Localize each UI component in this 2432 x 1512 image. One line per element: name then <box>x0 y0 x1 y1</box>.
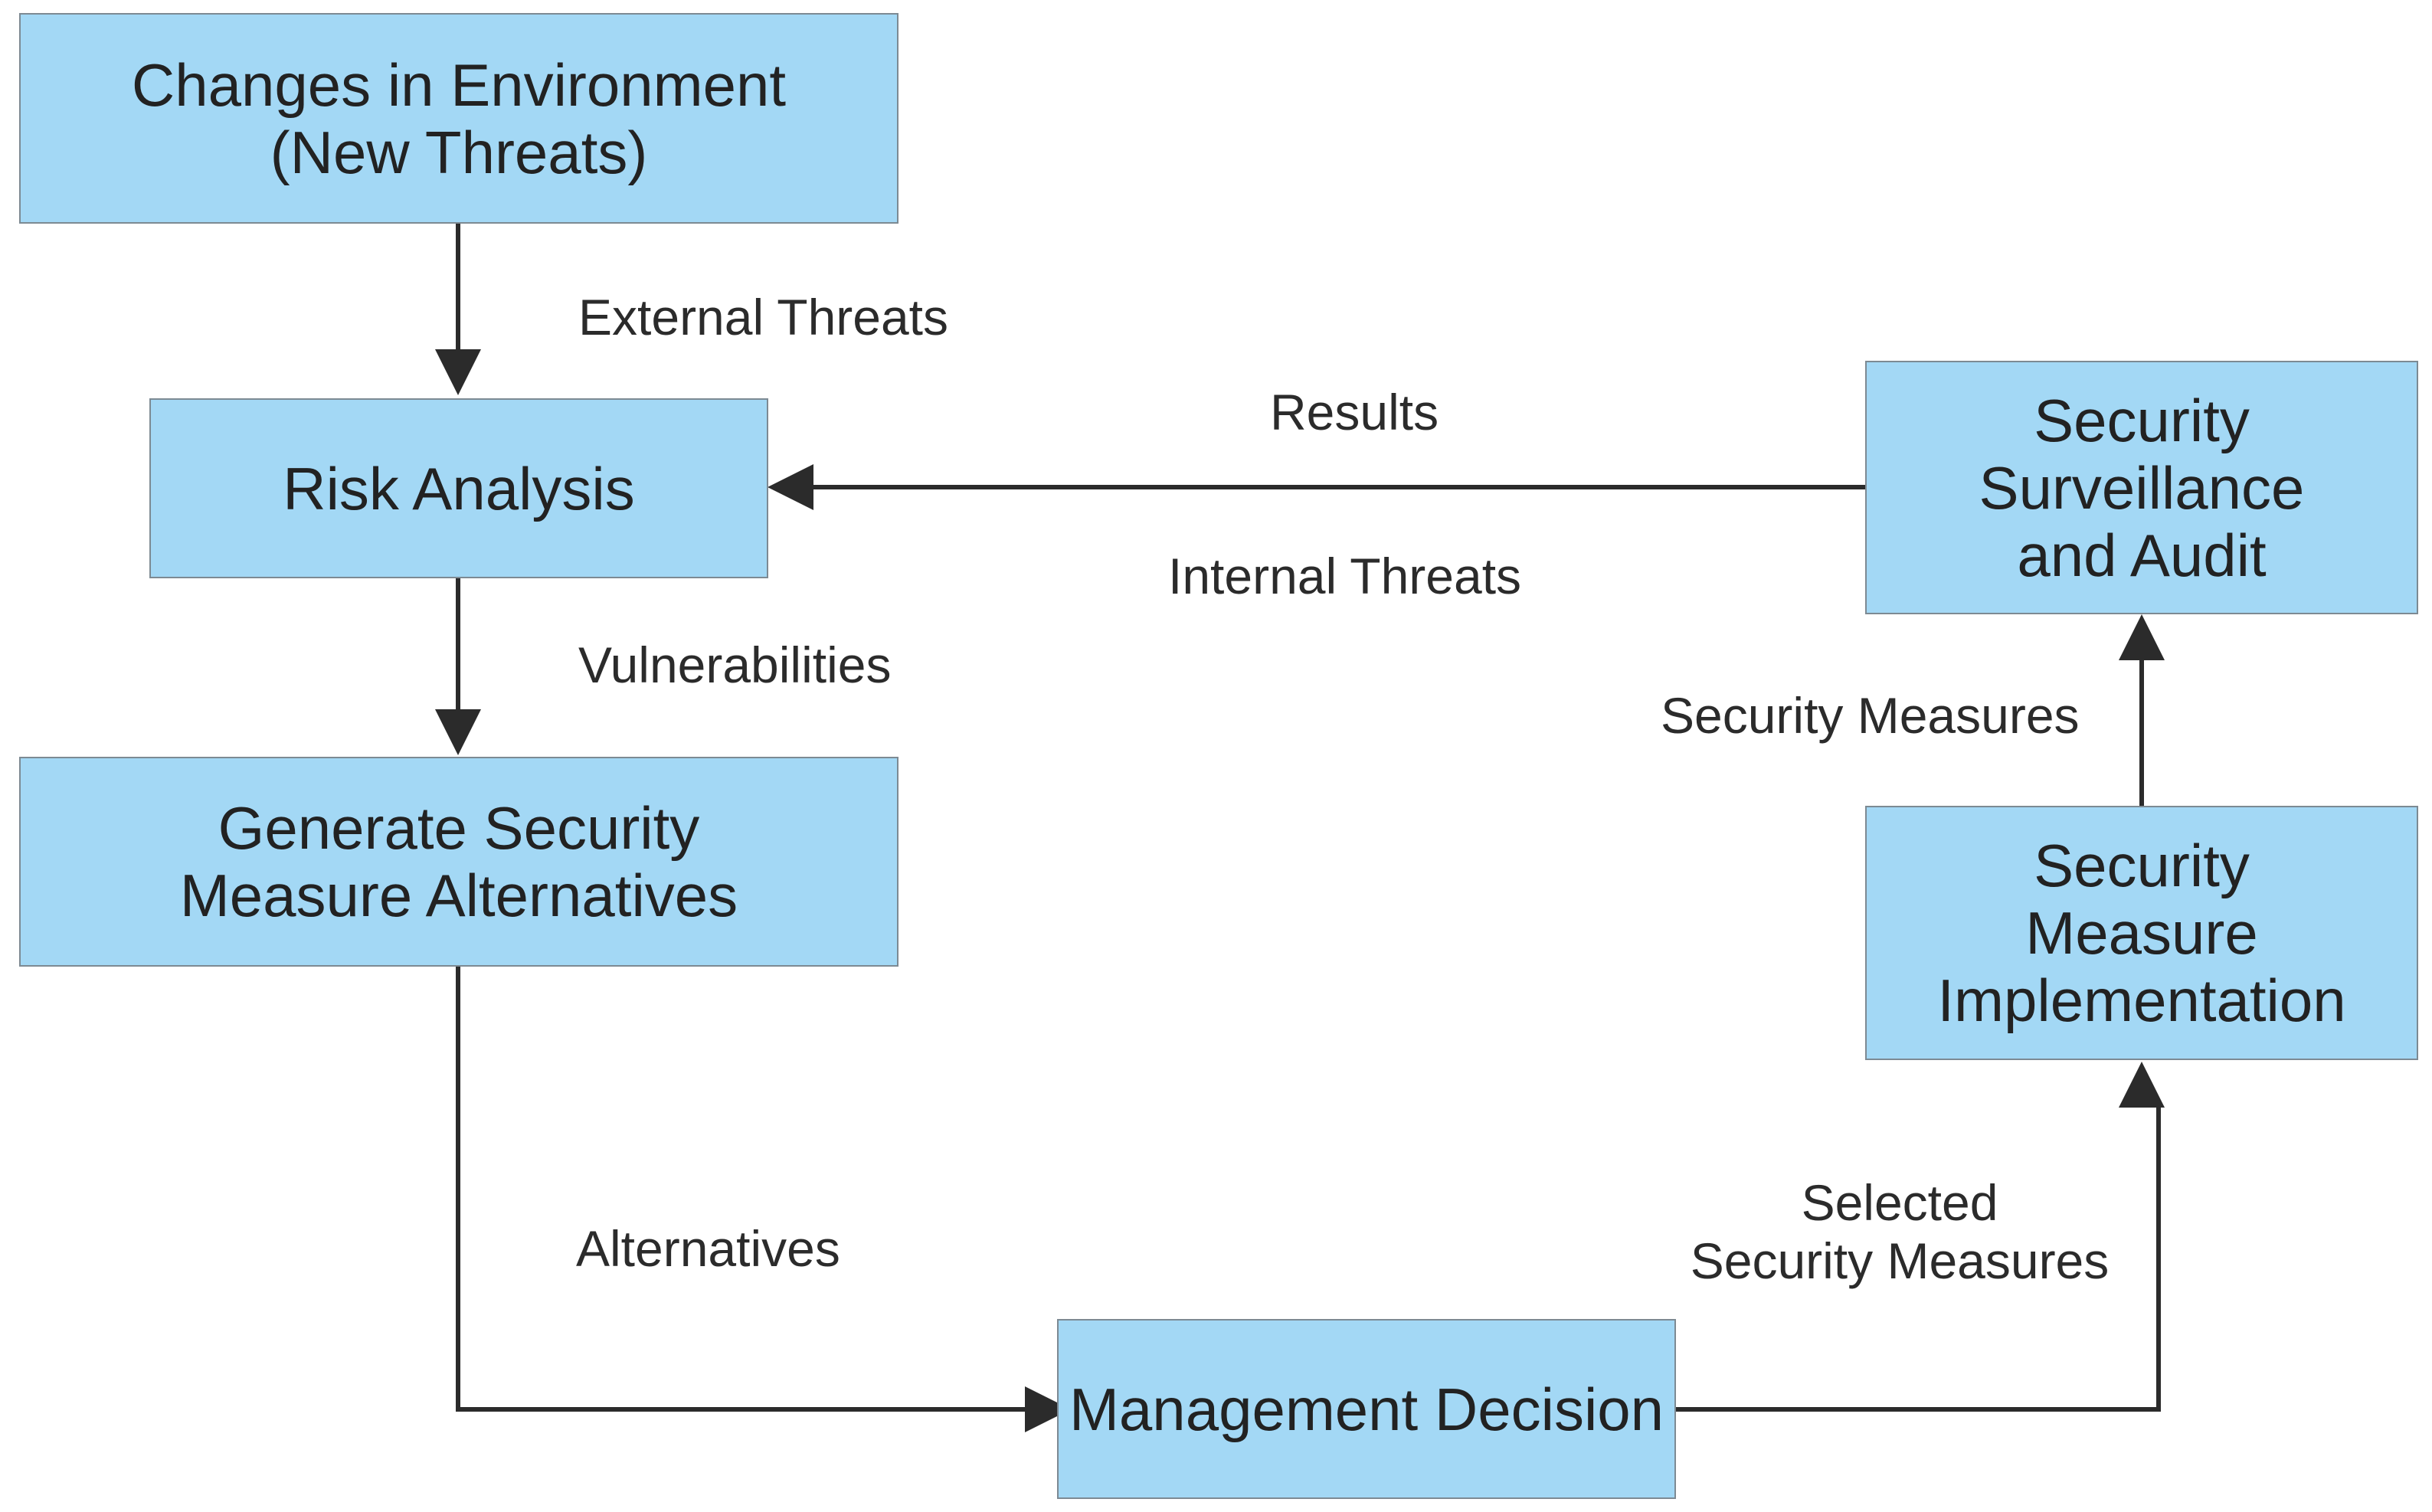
management-decision-box: Management Decision <box>1057 1319 1676 1499</box>
security-surveillance-audit-box: Security Surveillance and Audit <box>1865 361 2418 614</box>
internal-threats-label: Internal Threats <box>1168 548 1522 604</box>
arrow-decision-to-implementation <box>1674 1062 2165 1412</box>
selected-security-measures-label: Selected Security Measures <box>1690 1174 2110 1289</box>
arrow-generate-to-decision <box>456 967 1071 1432</box>
results-label: Results <box>1270 384 1439 440</box>
risk-analysis-box: Risk Analysis <box>149 398 768 578</box>
vulnerabilities-label: Vulnerabilities <box>578 637 892 693</box>
external-threats-label: External Threats <box>578 289 949 345</box>
generate-alternatives-box: Generate Security Measure Alternatives <box>19 757 898 967</box>
security-measure-implementation-box: Security Measure Implementation <box>1865 806 2418 1060</box>
alternatives-label: Alternatives <box>576 1220 840 1277</box>
changes-in-environment-box: Changes in Environment (New Threats) <box>19 13 898 224</box>
security-measures-label: Security Measures <box>1661 687 2080 744</box>
